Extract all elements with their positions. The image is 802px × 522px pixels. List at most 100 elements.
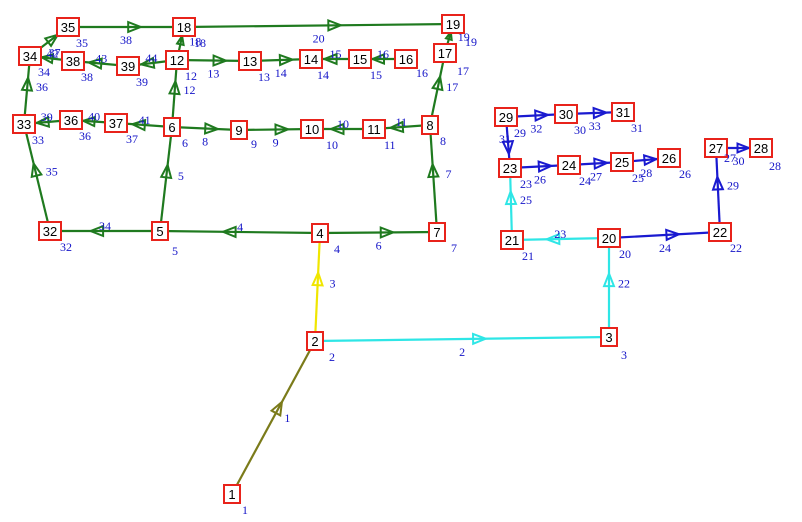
- edge-arrow-icon: [534, 109, 551, 122]
- edge-arrow-icon: [38, 53, 55, 65]
- node-21[interactable]: 21: [500, 230, 524, 250]
- node-caption: 1: [242, 503, 248, 517]
- edge-label: 43: [95, 52, 107, 66]
- node-box: [38, 221, 62, 241]
- edge-4: [159, 225, 321, 239]
- node-box: [311, 223, 329, 243]
- node-7[interactable]: 7: [428, 222, 446, 242]
- node-box: [428, 222, 446, 242]
- edge-3: [311, 232, 324, 342]
- node-24[interactable]: 24: [557, 155, 581, 175]
- node-box: [230, 120, 248, 140]
- node-label: 10: [305, 122, 319, 137]
- node-label: 33: [17, 117, 31, 132]
- node-18[interactable]: 18: [172, 17, 196, 37]
- node-box: [557, 155, 581, 175]
- node-label: 20: [602, 231, 616, 246]
- edge-label: 23: [554, 227, 566, 241]
- node-33[interactable]: 33: [12, 114, 36, 134]
- edge-arrow-icon: [269, 399, 284, 417]
- node-box: [299, 49, 323, 69]
- node-box: [306, 331, 324, 351]
- node-caption: 33: [32, 133, 44, 147]
- node-37[interactable]: 37: [104, 113, 128, 133]
- node-label: 25: [615, 155, 629, 170]
- edge-label: 32: [530, 122, 542, 136]
- edge-arrow-icon: [86, 57, 103, 71]
- node-1[interactable]: 1: [223, 484, 241, 504]
- node-label: 35: [61, 20, 75, 35]
- node-27[interactable]: 27: [704, 138, 728, 158]
- edge-38: [68, 20, 184, 34]
- node-2[interactable]: 2: [306, 331, 324, 351]
- node-31[interactable]: 31: [611, 102, 635, 122]
- edge-line: [428, 124, 439, 233]
- node-5[interactable]: 5: [151, 221, 169, 241]
- node-28[interactable]: 28: [749, 138, 773, 158]
- node-32[interactable]: 32: [38, 221, 62, 241]
- node-39[interactable]: 39: [116, 56, 140, 76]
- node-box: [494, 107, 518, 127]
- node-box: [12, 114, 36, 134]
- node-20[interactable]: 20: [597, 228, 621, 248]
- node-caption: 34: [38, 65, 50, 79]
- node-4[interactable]: 4: [311, 223, 329, 243]
- edge-arrow-icon: [138, 56, 156, 70]
- edge-arrow-icon: [80, 115, 96, 128]
- edge-arrow-icon: [431, 73, 444, 92]
- edge-arrow-icon: [87, 224, 105, 238]
- node-3[interactable]: 3: [600, 327, 618, 347]
- node-12[interactable]: 12: [165, 50, 189, 70]
- node-36[interactable]: 36: [59, 110, 83, 130]
- edge-12: [168, 59, 181, 128]
- edge-label: 3: [330, 276, 336, 290]
- node-29[interactable]: 29: [494, 107, 518, 127]
- edge-8: [171, 122, 240, 135]
- node-label: 31: [616, 105, 630, 120]
- node-6[interactable]: 6: [163, 117, 181, 137]
- node-box: [61, 51, 85, 71]
- node-15[interactable]: 15: [348, 49, 372, 69]
- node-16[interactable]: 16: [394, 49, 418, 69]
- node-11[interactable]: 11: [362, 119, 386, 139]
- node-22[interactable]: 22: [708, 222, 732, 242]
- edge-1: [231, 340, 316, 495]
- node-box: [151, 221, 169, 241]
- edge-label: 12: [184, 83, 196, 97]
- node-10[interactable]: 10: [300, 119, 324, 139]
- node-13[interactable]: 13: [238, 51, 262, 71]
- node-box: [498, 158, 522, 178]
- node-label: 4: [316, 226, 323, 241]
- node-25[interactable]: 25: [610, 152, 634, 172]
- edge-arrow-icon: [168, 78, 181, 96]
- node-19[interactable]: 19: [441, 14, 465, 34]
- node-38[interactable]: 38: [61, 51, 85, 71]
- edge-label: 28: [640, 166, 652, 180]
- node-23[interactable]: 23: [498, 158, 522, 178]
- node-17[interactable]: 17: [433, 43, 457, 63]
- edge-arrow-icon: [736, 142, 752, 154]
- node-caption: 26: [679, 167, 691, 181]
- node-8[interactable]: 8: [421, 115, 439, 135]
- node-30[interactable]: 30: [554, 104, 578, 124]
- node-34[interactable]: 34: [18, 46, 42, 66]
- node-label: 16: [399, 52, 413, 67]
- edge-line: [608, 230, 721, 240]
- node-26[interactable]: 26: [657, 148, 681, 168]
- edge-20: [183, 18, 454, 32]
- node-label: 9: [235, 123, 242, 138]
- edge-label: 20: [313, 32, 325, 46]
- node-14[interactable]: 14: [299, 49, 323, 69]
- node-35[interactable]: 35: [56, 17, 80, 37]
- edge-label: 10: [337, 117, 349, 131]
- node-box: [104, 113, 128, 133]
- node-9[interactable]: 9: [230, 120, 248, 140]
- edge-label: 17: [446, 80, 458, 94]
- edge-arrow-icon: [321, 52, 338, 66]
- node-label: 15: [353, 52, 367, 67]
- node-label: 36: [64, 113, 78, 128]
- edge-arrow-icon: [387, 120, 405, 134]
- node-box: [600, 327, 618, 347]
- node-label: 29: [499, 110, 513, 125]
